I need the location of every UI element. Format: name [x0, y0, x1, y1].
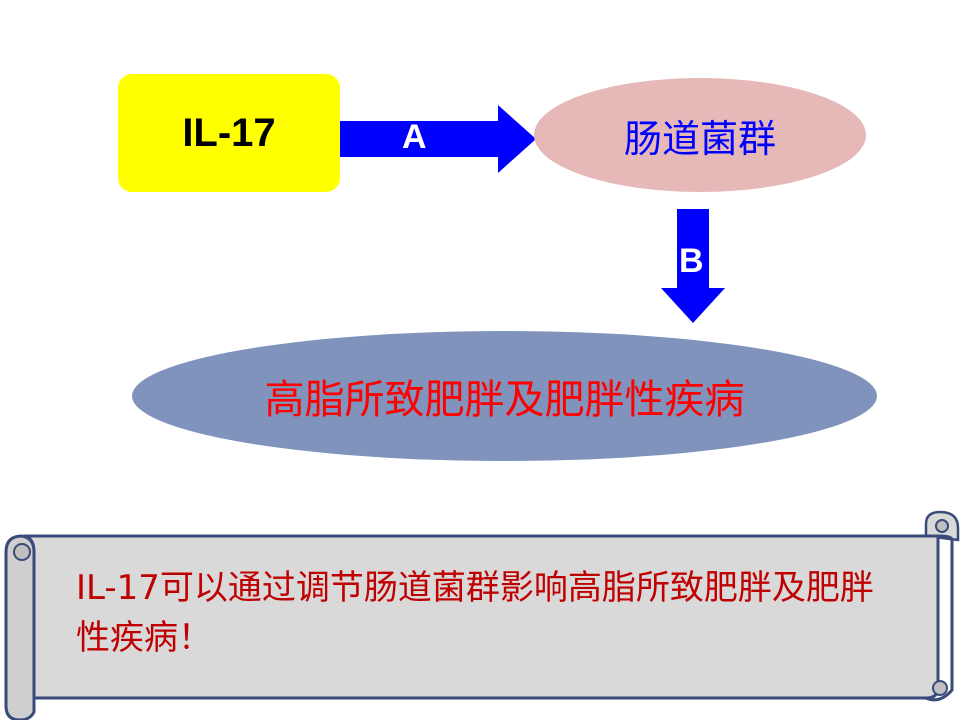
- gut-microbiota-node: 肠道菌群: [534, 78, 866, 192]
- arrow-a-icon: [340, 105, 536, 173]
- gut-microbiota-label: 肠道菌群: [623, 116, 776, 161]
- arrow-b-label: B: [679, 242, 704, 280]
- obesity-disease-node: 高脂所致肥胖及肥胖性疾病: [132, 331, 877, 461]
- arrow-a-label: A: [402, 118, 427, 156]
- scroll-banner: [4, 510, 960, 720]
- il17-node: IL-17: [118, 74, 340, 192]
- obesity-disease-label: 高脂所致肥胖及肥胖性疾病: [264, 377, 745, 423]
- conclusion-text: IL-17可以通过调节肠道菌群影响高脂所致肥胖及肥胖性疾病！: [76, 568, 874, 658]
- il17-node-label: IL-17: [182, 110, 276, 155]
- arrow-b-icon: [661, 209, 725, 323]
